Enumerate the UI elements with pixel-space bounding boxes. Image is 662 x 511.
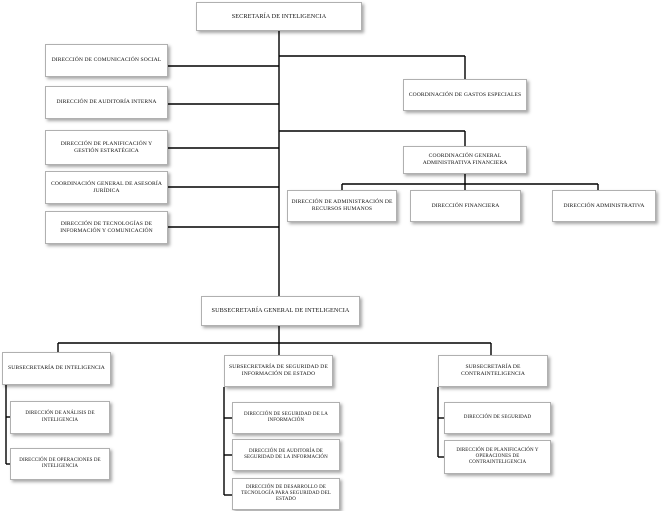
org-box-planificacion-contrainteligencia: Dirección de Planificación y Operaciones… [444,440,551,474]
org-box-seguridad: Dirección de Seguridad [444,402,551,434]
org-box-subsecretaria-general: Subsecretaría General de Inteligencia [201,296,360,326]
org-box-auditoria-interna: Dirección de Auditoría Interna [45,86,168,119]
org-box-planificacion: Dirección de Planificación y Gestión Est… [45,130,168,165]
org-box-administrativa: Dirección Administrativa [552,190,656,222]
org-box-operaciones-inteligencia: Dirección de Operaciones de Inteligencia [10,448,110,480]
org-box-asesoria-juridica: Coordinación General de Asesoría Jurídic… [45,171,168,204]
org-box-recursos-humanos: Dirección de Administración de Recursos … [287,190,397,222]
org-box-comunicacion-social: Dirección de Comunicación Social [45,44,168,77]
org-box-subsecretaria-contrainteligencia: Subsecretaría de Contrainteligencia [438,355,548,387]
org-box-auditoria-seguridad: Dirección de Auditoría de Seguridad de l… [232,439,340,471]
org-box-financiera: Dirección Financiera [410,190,521,222]
org-box-subsecretaria-inteligencia: Subsecretaría de Inteligencia [2,352,111,385]
org-box-desarrollo-tecnologia: Dirección de Desarrollo de Tecnología pa… [232,478,340,510]
org-box-subsecretaria-seguridad-informacion: Subsecretaría de Seguridad de Informació… [224,355,333,387]
org-box-tecnologias: Dirección de Tecnologías de Información … [45,211,168,244]
org-box-analisis-inteligencia: Dirección de Análisis de Inteligencia [10,401,110,434]
org-box-seguridad-informacion: Dirección de Seguridad de la Información [232,402,340,434]
org-box-gastos-especiales: Coordinación de Gastos Especiales [403,79,527,111]
org-box-admin-financiera: Coordinación General Administrativa Fina… [403,146,527,174]
org-box-secretaria: Secretaría de Inteligencia [196,2,362,31]
